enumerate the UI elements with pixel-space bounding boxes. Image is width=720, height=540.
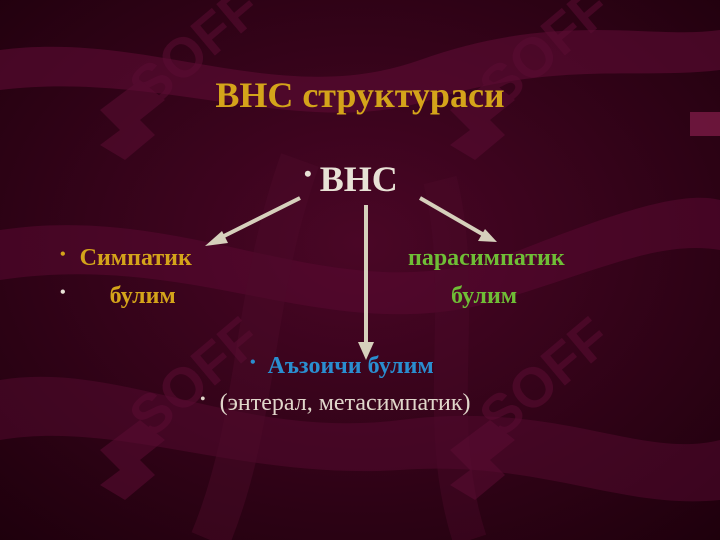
root-label: ВНС [319,159,398,199]
bullet-marker: • [200,391,206,408]
slide-title: ВНС структураси [215,75,505,115]
bottom-branch-title: Аъзоичи булим [267,353,434,379]
bullet-marker: • [60,246,66,263]
arrow-down [358,205,374,360]
arrow-left [205,196,301,246]
arrow-right [418,196,497,242]
bottom-branch-subtitle: (энтерал, метасимпатик) [219,390,471,416]
bottom-branch-line2: • (энтерал, метасимпатик) [200,390,471,417]
right-branch-line1: парасимпатик [408,245,565,271]
left-branch-title: Симпатик [79,245,192,271]
left-branch-subtitle: булим [109,283,176,309]
root-node: • ВНС [304,158,398,200]
left-branch-line2: • булим [60,283,176,310]
bottom-branch-line1: • Аъзоичи булим [250,353,434,380]
bullet-marker: • [60,284,66,301]
right-branch-line2: булим [451,283,518,309]
bullet-marker: • [250,354,256,371]
left-branch-line1: • Симпатик [60,245,192,272]
bullet-marker: • [304,161,312,186]
